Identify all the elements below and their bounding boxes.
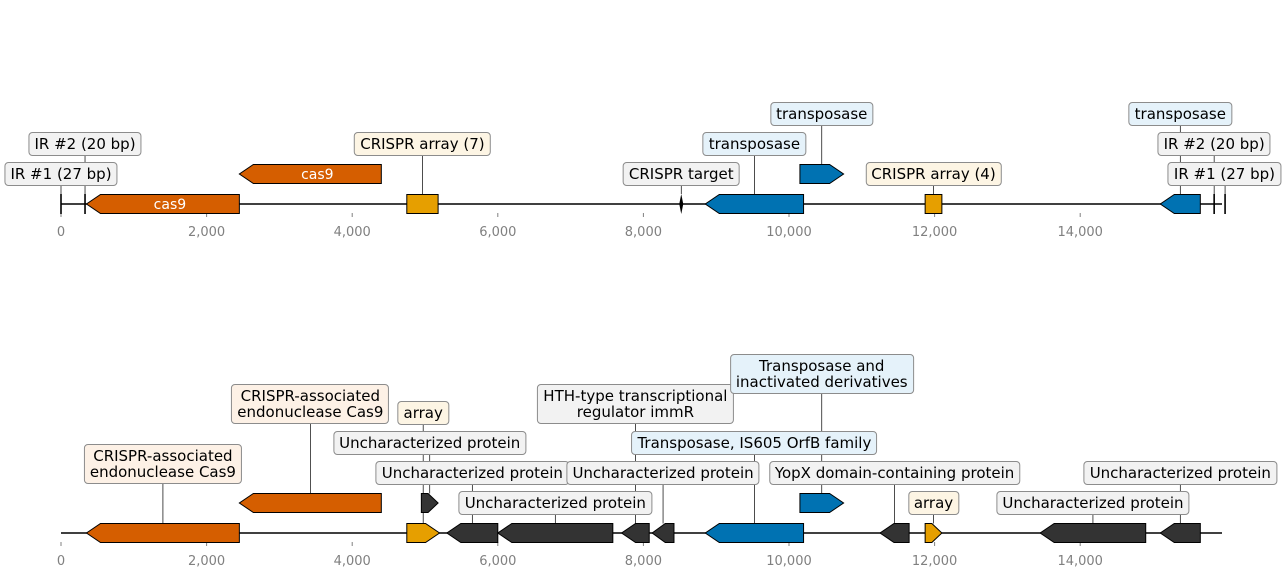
axis-tick-label-bottom: 4,000 — [334, 554, 371, 569]
axis-tick-label-bottom: 6,000 — [479, 554, 516, 569]
feature-label: CRISPR-associated endonuclease Cas9 — [83, 444, 242, 484]
crispr-array-box — [924, 194, 943, 214]
other-gene-arrow — [1039, 523, 1147, 543]
gene-inside-label: cas9 — [301, 167, 333, 183]
axis-tick-label-top: 2,000 — [188, 225, 225, 240]
axis-tick-label-top: 0 — [57, 225, 65, 240]
feature-label: transposase — [1128, 102, 1232, 126]
cas9-gene-arrow — [238, 493, 382, 513]
feature-label: Uncharacterized protein — [1083, 461, 1277, 485]
feature-label: Uncharacterized protein — [566, 461, 760, 485]
feature-label: HTH-type transcriptional regulator immR — [537, 384, 734, 424]
axis-tick-label-bottom: 10,000 — [766, 554, 812, 569]
feature-label: array — [397, 401, 449, 425]
other-gene-arrow — [420, 493, 439, 513]
axis-tick-label-top: 12,000 — [912, 225, 958, 240]
feature-label: Uncharacterized protein — [333, 431, 527, 455]
crispr-target-mark — [679, 194, 684, 214]
gene-inside-label: cas9 — [154, 197, 186, 213]
axis-tick-label-top: 10,000 — [766, 225, 812, 240]
feature-label: CRISPR target — [622, 162, 740, 186]
feature-label: Uncharacterized protein — [375, 461, 569, 485]
feature-label: IR #2 (20 bp) — [28, 132, 142, 156]
feature-label: Uncharacterized protein — [458, 491, 652, 515]
feature-label: IR #1 (27 bp) — [4, 162, 118, 186]
feature-label: array — [907, 491, 960, 515]
feature-label: CRISPR array (7) — [354, 132, 491, 156]
cas9-gene-arrow — [85, 523, 240, 543]
crispr-array-box — [406, 194, 439, 214]
feature-label: Uncharacterized protein — [996, 491, 1190, 515]
other-gene-arrow — [620, 523, 650, 543]
axis-tick-label-top: 8,000 — [625, 225, 662, 240]
feature-label: transposase — [770, 102, 874, 126]
cas9-gene-arrow — [85, 194, 240, 214]
feature-label: Transposase and inactivated derivatives — [729, 354, 914, 394]
cas9-gene-arrow — [238, 164, 382, 184]
other-gene-arrow — [651, 523, 675, 543]
axis-tick-label-bottom: 8,000 — [625, 554, 662, 569]
axis-tick-label-top: 4,000 — [334, 225, 371, 240]
feature-label: Transposase, IS605 OrfB family — [631, 431, 878, 455]
feature-label: CRISPR array (4) — [865, 162, 1002, 186]
array-gene-arrow — [924, 523, 943, 543]
axis-tick-label-top: 14,000 — [1057, 225, 1103, 240]
array-gene-arrow — [406, 523, 441, 543]
axis-tick-label-bottom: 2,000 — [188, 554, 225, 569]
transposase-gene-arrow — [704, 194, 805, 214]
other-gene-arrow — [1159, 523, 1201, 543]
feature-label: IR #2 (20 bp) — [1157, 132, 1271, 156]
axis-tick-label-top: 6,000 — [479, 225, 516, 240]
transposase-gene-arrow — [1159, 194, 1201, 214]
transposase-gene-arrow — [704, 523, 805, 543]
axis-tick-label-bottom: 0 — [57, 554, 65, 569]
axis-tick-label-bottom: 14,000 — [1057, 554, 1103, 569]
transposase-gene-arrow — [799, 493, 845, 513]
other-gene-arrow — [879, 523, 910, 543]
other-gene-arrow — [445, 523, 499, 543]
feature-label: transposase — [702, 132, 807, 156]
feature-label: CRISPR-associated endonuclease Cas9 — [231, 384, 390, 424]
axis-tick-label-bottom: 12,000 — [912, 554, 958, 569]
feature-label: YopX domain-containing protein — [768, 461, 1021, 485]
transposase-gene-arrow — [799, 164, 845, 184]
other-gene-arrow — [496, 523, 614, 543]
feature-label: IR #1 (27 bp) — [1167, 162, 1282, 186]
